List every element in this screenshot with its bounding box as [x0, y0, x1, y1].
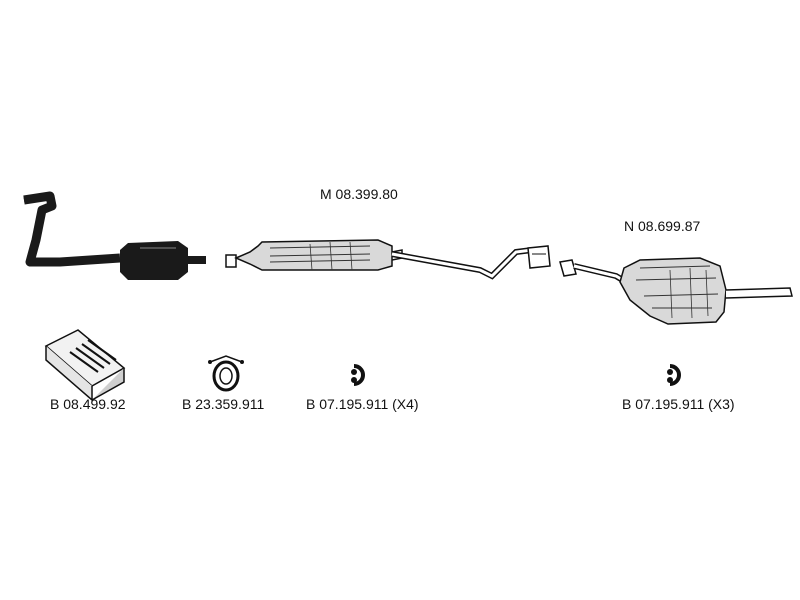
- clamp-label: B 23.359.911: [182, 396, 265, 412]
- rear-silencer-label: N 08.699.87: [624, 218, 701, 234]
- rear-silencer: [559, 257, 793, 325]
- mid-section-label: M 08.399.80: [320, 186, 398, 202]
- mounting-kit-icon: [44, 329, 126, 402]
- mounting-kit-label: B 08.499.92: [50, 396, 126, 412]
- hanger-mid-icon: [351, 364, 365, 386]
- clamp-icon: [208, 355, 244, 392]
- mid-section-pipe: [225, 239, 551, 280]
- front-pipe-catalyst: [23, 191, 206, 280]
- hanger-rear-icon: [667, 364, 681, 386]
- hanger-mid-label: B 07.195.911 (X4): [306, 396, 419, 412]
- hanger-rear-label: B 07.195.911 (X3): [622, 396, 735, 412]
